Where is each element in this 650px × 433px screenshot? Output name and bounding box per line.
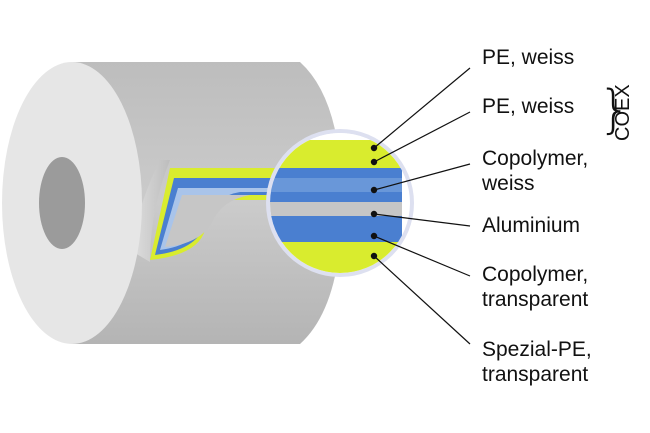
tube-hole [39,157,85,249]
label-pe-weiss-2: PE, weiss [482,95,575,118]
layer-pe-2 [270,154,402,168]
label-spezial-pe-line1: Spezial-PE, [482,338,592,361]
layer-copolymer-transparent [270,216,402,242]
label-copolymer-transparent-line1: Copolymer, [482,263,589,286]
peeled-layers [130,160,300,262]
label-spezial-pe-line2: transparent [482,363,589,386]
label-copolymer-weiss-line1: Copolymer, [482,147,589,170]
label-copolymer-weiss-line2: weiss [482,172,535,195]
label-aluminium: Aluminium [482,214,581,237]
label-copolymer-transparent-line2: transparent [482,288,589,311]
coex-brace: } [598,80,632,140]
leader-lines [370,67,471,345]
label-pe-weiss-1: PE, weiss [482,46,575,69]
layer-aluminium [270,202,402,216]
coex-label: COEX [612,84,634,141]
